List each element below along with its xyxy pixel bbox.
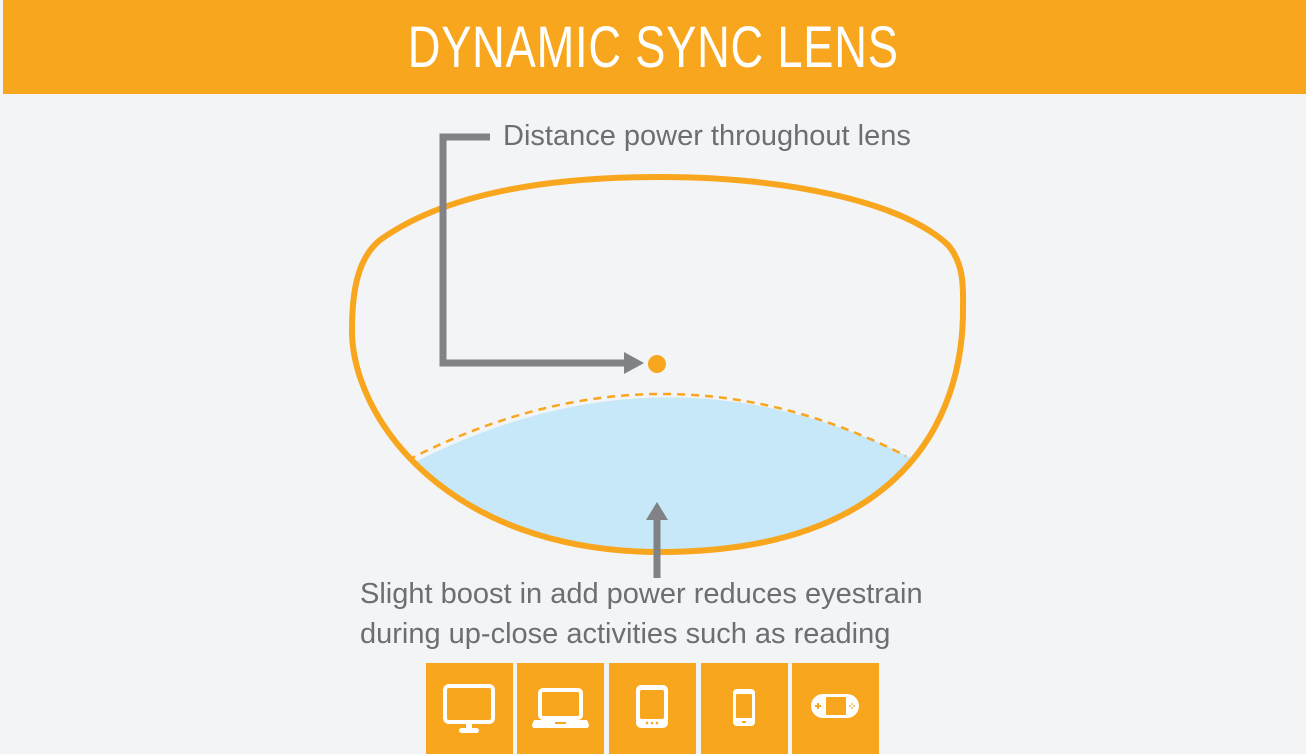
- near-power-label-line1: Slight boost in add power reduces eyestr…: [360, 578, 923, 610]
- desktop-monitor-icon: [443, 684, 495, 733]
- near-zone: [400, 397, 915, 552]
- near-power-label: Slight boost in add power reduces eyestr…: [360, 574, 923, 654]
- distance-power-label: Distance power throughout lens: [503, 120, 911, 152]
- optical-center-dot: [648, 355, 666, 373]
- distance-arrowhead: [624, 352, 644, 374]
- device-tile-smartphone: [701, 663, 788, 754]
- tablet-icon: [636, 685, 668, 728]
- smartphone-icon: [733, 689, 755, 726]
- device-tile-game-console: [792, 663, 879, 754]
- device-tile-tablet: [609, 663, 696, 754]
- laptop-icon: [532, 688, 589, 728]
- header-bar: [3, 0, 1306, 94]
- device-tile-desktop: [426, 663, 513, 754]
- lens-outline: [348, 173, 967, 556]
- page-title: DYNAMIC SYNC LENS: [407, 15, 899, 80]
- device-tile-laptop: [517, 663, 604, 754]
- near-power-label-line2: during up-close activities such as readi…: [360, 618, 891, 650]
- near-arrowhead: [646, 502, 668, 520]
- handheld-game-console-icon: [811, 694, 859, 718]
- near-zone-boundary: [407, 392, 907, 462]
- distance-pointer-line: [439, 133, 628, 367]
